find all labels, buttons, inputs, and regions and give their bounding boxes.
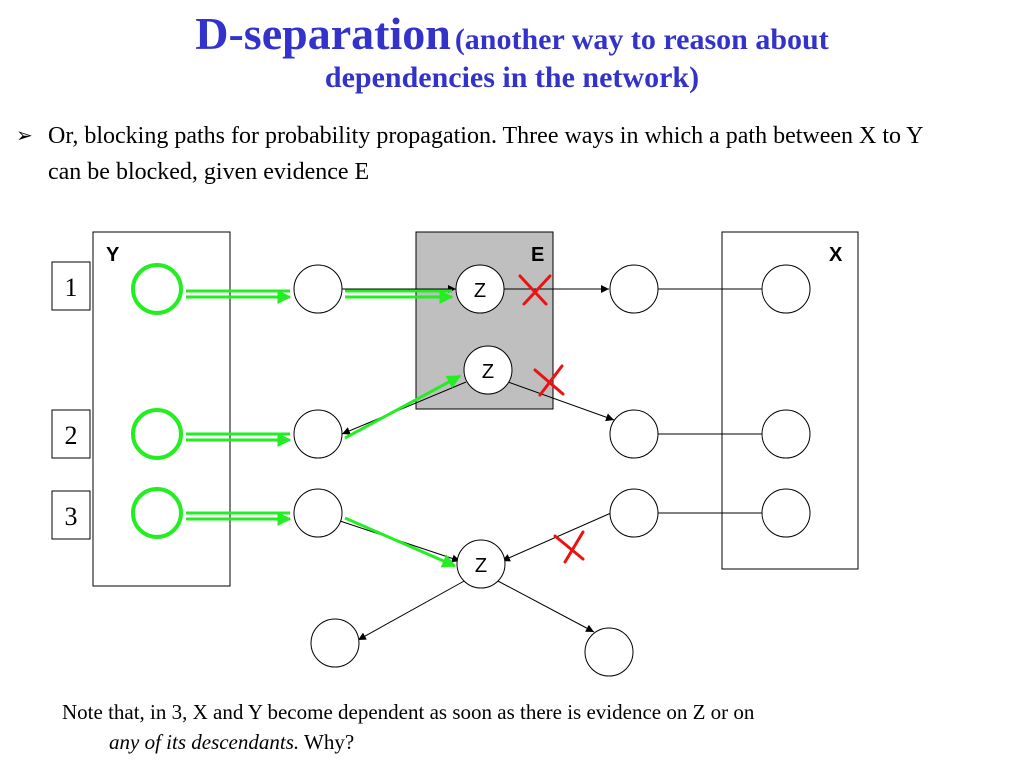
node-z-row1 <box>455 264 505 314</box>
node-descendant-right <box>584 627 634 677</box>
node-row2-mid <box>293 409 343 459</box>
node-z-row3 <box>456 539 506 589</box>
z-label-row2: Z <box>482 361 494 383</box>
node-x-row3 <box>761 488 811 538</box>
node-x-row1 <box>761 264 811 314</box>
case-label-1-text: 1 <box>65 273 78 302</box>
propagation-arrow-row1-b <box>345 291 452 297</box>
node-row3-right <box>609 488 659 538</box>
node-y-row2 <box>131 408 183 460</box>
title-subtitle-line1: (another way to reason about <box>454 23 829 56</box>
node-z-row2 <box>463 345 513 395</box>
footnote-line1: Note that, in 3, X and Y become dependen… <box>62 700 755 724</box>
node-row1-mid <box>293 264 343 314</box>
title-main: D-separation <box>195 8 451 59</box>
blocked-mark-row3 <box>553 530 585 564</box>
bullet-text: Or, blocking paths for probability propa… <box>48 123 923 185</box>
e-box-label: E <box>531 244 544 266</box>
propagation-arrow-row3-a <box>186 513 290 519</box>
blocked-mark-row2 <box>533 364 565 397</box>
node-x-row2 <box>761 409 811 459</box>
blocked-mark-row1 <box>518 274 552 306</box>
y-box-label: Y <box>106 244 120 266</box>
footnote-tail: Why? <box>299 730 355 754</box>
edge-z2-n2 <box>341 381 467 435</box>
z-label-row3: Z <box>475 555 487 577</box>
arrow-bullet-icon: ➢ <box>16 125 33 147</box>
node-row3-mid <box>293 488 343 538</box>
slide-title: D-separation (another way to reason abou… <box>0 8 1024 95</box>
node-y-row1 <box>131 263 183 315</box>
propagation-arrow-row3-b <box>344 516 457 568</box>
title-subtitle-line2: dependencies in the network) <box>324 60 700 94</box>
case-label-2: 2 <box>51 409 91 459</box>
case-label-3-text: 3 <box>65 502 78 531</box>
footnote-italic: any of its descendants. <box>109 730 300 754</box>
edge-z3-d2 <box>495 579 595 633</box>
propagation-arrow-row2-a <box>186 434 290 440</box>
case-label-2-text: 2 <box>65 421 78 450</box>
edge-z3-d1 <box>357 579 467 641</box>
z-label-row1: Z <box>474 280 486 302</box>
case-label-1: 1 <box>51 261 91 311</box>
x-box-label: X <box>829 244 843 266</box>
node-descendant-left <box>310 618 360 668</box>
footnote: Note that, in 3, X and Y become dependen… <box>62 697 962 757</box>
edge-z2-n4 <box>507 381 615 422</box>
node-row1-right <box>609 264 659 314</box>
propagation-arrow-row2-b <box>344 374 462 440</box>
node-row2-right <box>609 409 659 459</box>
node-y-row3 <box>131 487 183 539</box>
propagation-arrow-row1-a <box>186 291 290 297</box>
case-label-3: 3 <box>51 490 91 540</box>
